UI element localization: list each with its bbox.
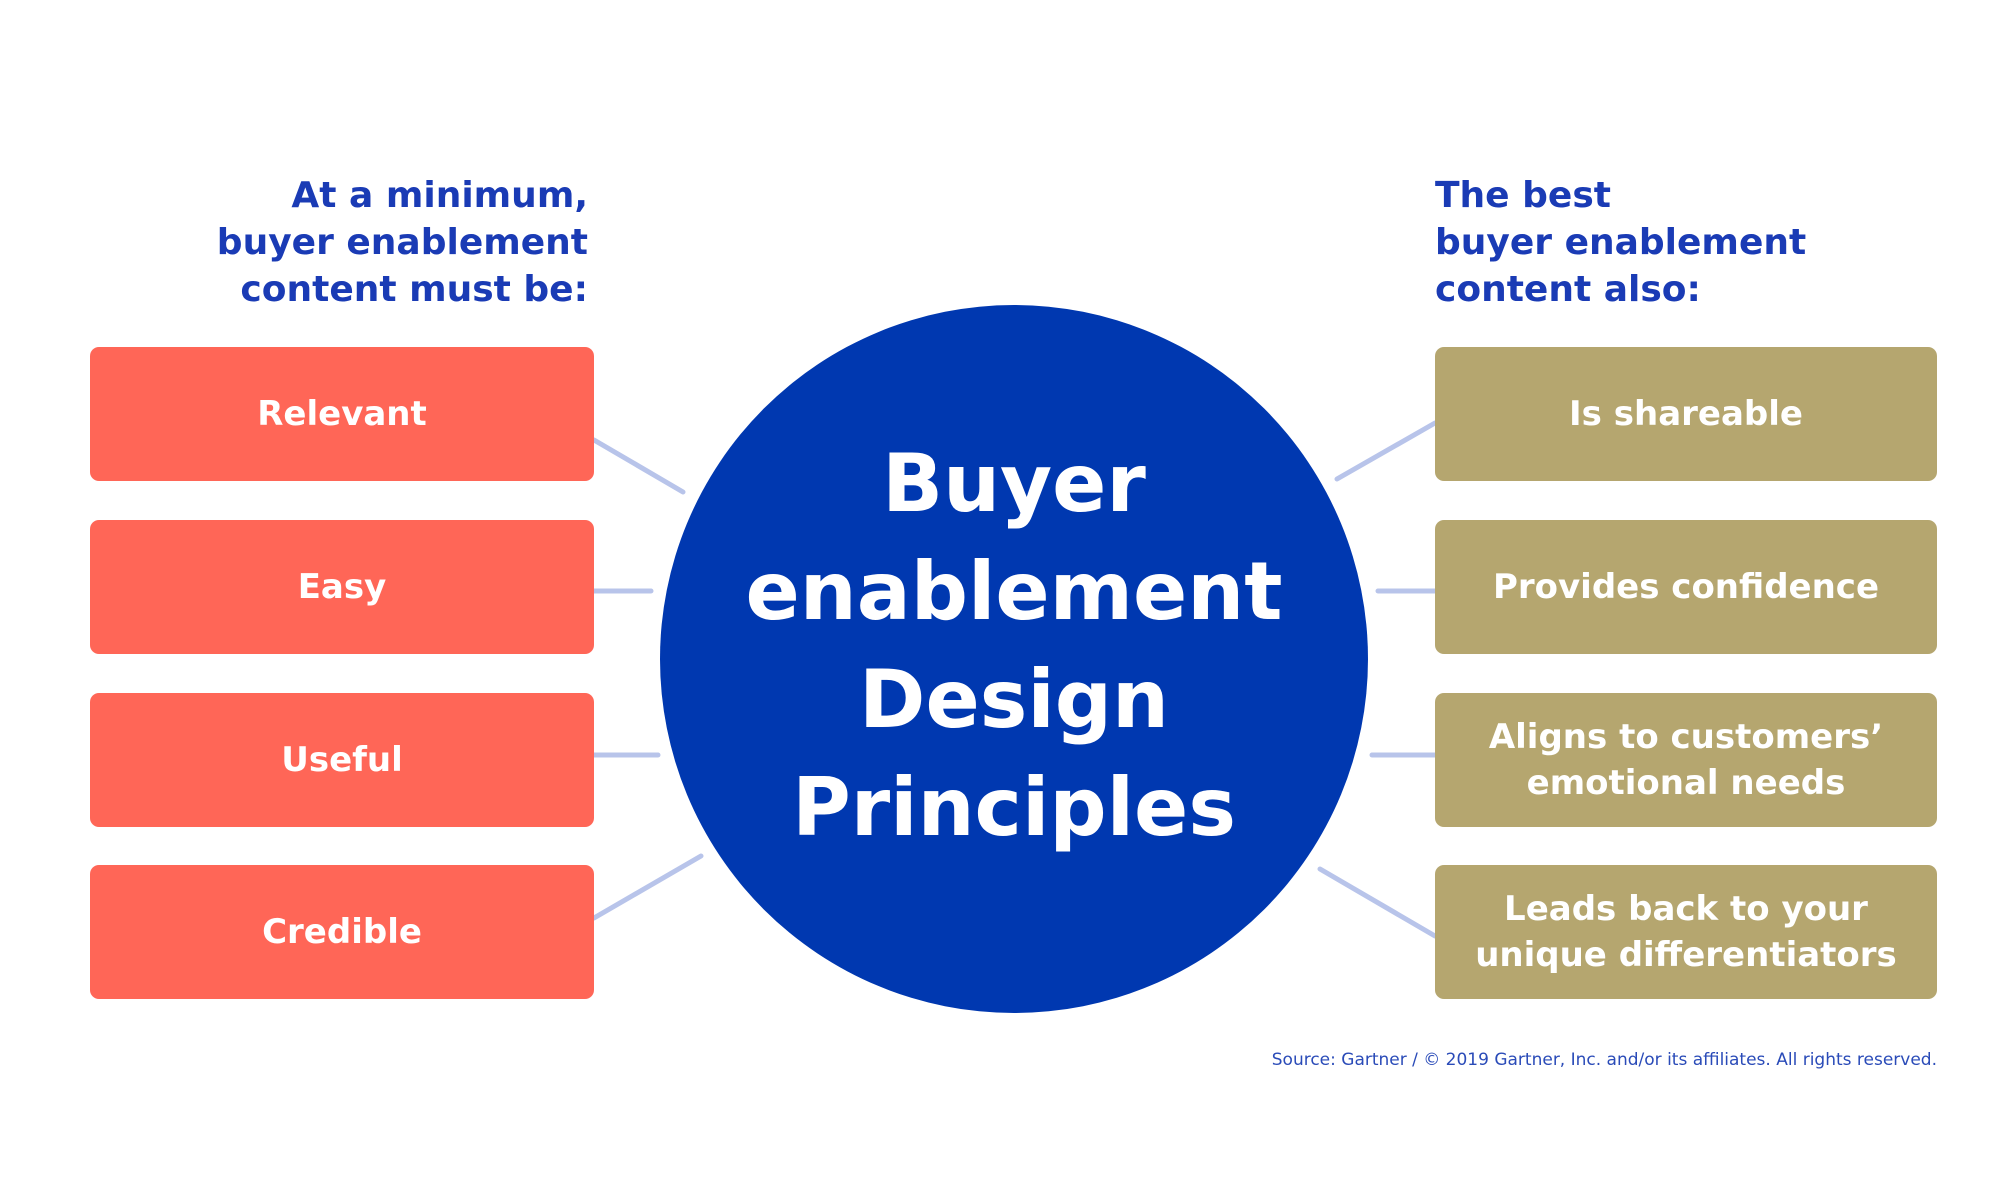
center-title-line: Buyer <box>882 437 1146 530</box>
box-label: unique differentiators <box>1475 935 1897 975</box>
box-label: Credible <box>262 912 422 952</box>
box-label: Leads back to your <box>1504 889 1868 929</box>
box-label: Easy <box>297 567 387 607</box>
heading-line: At a minimum, <box>291 175 588 216</box>
principle-box-relevant: Relevant <box>90 347 594 481</box>
heading-line: content also: <box>1435 269 1701 310</box>
principle-box-credible: Credible <box>90 865 594 999</box>
source-note: Source: Gartner / © 2019 Gartner, Inc. a… <box>1271 1050 1937 1070</box>
heading-line: buyer enablement <box>216 222 588 263</box>
heading-line: buyer enablement <box>1435 222 1807 263</box>
principle-box-useful: Useful <box>90 693 594 827</box>
principle-box-easy: Easy <box>90 520 594 654</box>
center-title-line: Design <box>859 653 1169 746</box>
left-heading: At a minimum, buyer enablement content m… <box>217 172 588 313</box>
box-label: Provides confidence <box>1492 567 1880 607</box>
heading-line: content must be: <box>240 269 588 310</box>
heading-line: The best <box>1435 175 1611 216</box>
right-heading: The best buyer enablement content also: <box>1435 172 1806 313</box>
center-title-line: enablement <box>745 545 1283 638</box>
center-title: Buyer enablement Design Principles <box>664 430 1364 862</box>
principle-box-confidence: Provides confidence <box>1435 520 1937 654</box>
connector-line <box>591 437 686 495</box>
box-label: Is shareable <box>1569 394 1803 434</box>
connector-line <box>1317 866 1438 939</box>
box-label: Useful <box>281 740 403 780</box>
box-label: emotional needs <box>1526 763 1846 803</box>
center-circle <box>660 305 1368 1013</box>
center-title-line: Principles <box>792 761 1236 854</box>
connector-line <box>1334 420 1438 482</box>
box-label: Aligns to customers’ <box>1488 717 1884 757</box>
principle-box-shareable: Is shareable <box>1435 347 1937 481</box>
connector-line <box>591 853 704 921</box>
principle-box-differentiators: Leads back to your unique differentiators <box>1435 865 1937 999</box>
box-label: Relevant <box>257 394 427 434</box>
principle-box-emotional-needs: Aligns to customers’ emotional needs <box>1435 693 1937 827</box>
